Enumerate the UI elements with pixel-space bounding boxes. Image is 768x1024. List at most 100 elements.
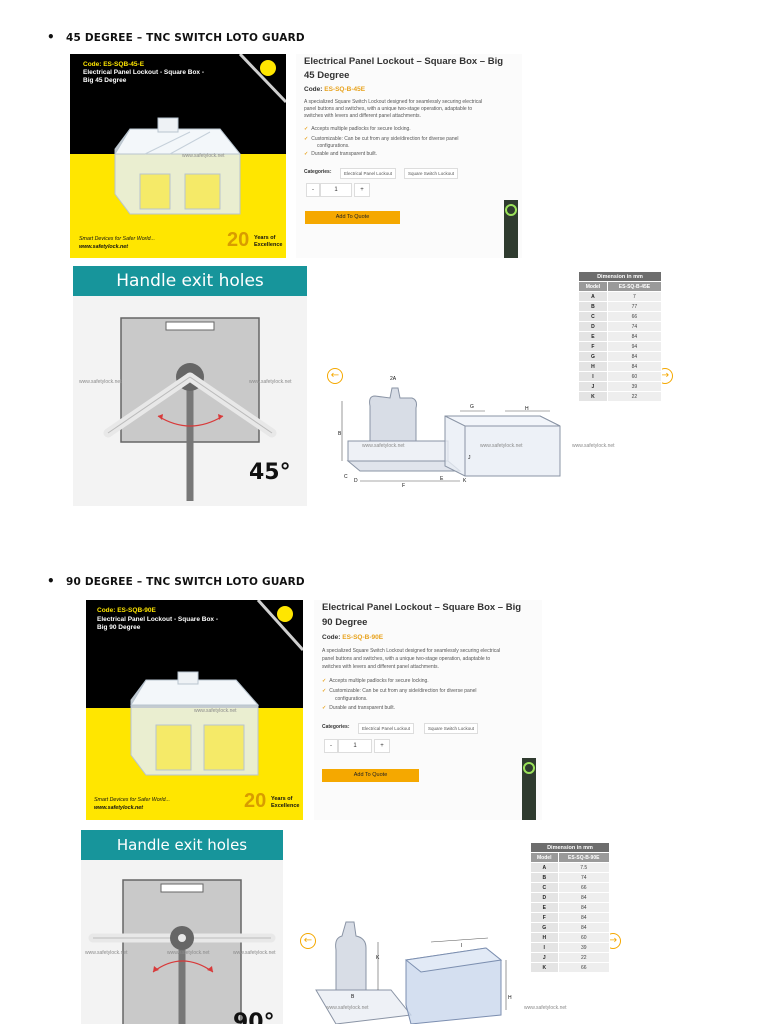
chat-widget[interactable] (504, 200, 518, 258)
description-line1: A specialized Square Switch Lockout desi… (322, 648, 501, 654)
product-photo (114, 54, 286, 215)
description-line2: panel buttons and switches, with a uniqu… (304, 106, 473, 112)
product-name-line2: Big 45 Degree (83, 77, 127, 84)
watermark: www.safetylock.net (79, 379, 122, 385)
value-cell: 39 (557, 942, 610, 953)
description-line3: switches with levers and different panel… (322, 664, 439, 670)
arrow-right-icon: → (608, 935, 618, 946)
handle-panel-header: Handle exit holes (73, 266, 307, 296)
model-cell: F (530, 912, 559, 923)
product-code-row: Code: ES-SQ-B-90E (322, 634, 383, 641)
carousel-prev-button[interactable]: ← (300, 933, 316, 949)
dim-label-2a: 2A (390, 376, 397, 382)
handle-diagram (88, 879, 276, 1024)
code-value: ES-SQ-B-90E (342, 634, 384, 641)
value-cell: 84 (606, 351, 663, 362)
watermark: www.safetylock.net (85, 950, 128, 956)
category-tag-electrical-panel-lockout[interactable]: Electrical Panel Lockout (340, 168, 397, 179)
brand-logo (277, 606, 293, 622)
feature-item: ✓Durable and transparent built. (304, 151, 377, 158)
value-cell: 66 (606, 311, 663, 322)
add-to-quote-button[interactable]: Add To Quote (305, 211, 400, 224)
anniversary-line2: Excellence (254, 242, 283, 248)
model-cell: C (530, 882, 559, 893)
product-photo (130, 600, 303, 776)
dim-label-k: K (463, 478, 467, 484)
qty-plus-button[interactable]: + (354, 183, 370, 197)
feature-text: Accepts multiple padlocks for secure loc… (329, 678, 429, 684)
value-cell: 84 (557, 892, 610, 903)
code-value: ES-SQ-B-45E (324, 86, 366, 93)
value-cell: 84 (557, 922, 610, 933)
handle-exit-holes-panel: Handle exit holes 90° www.safetylock.net… (81, 830, 283, 1024)
product-title-line1: Electrical Panel Lockout – Square Box – … (304, 56, 504, 67)
value-cell: 7 (606, 291, 663, 302)
qty-input[interactable]: 1 (338, 739, 372, 753)
category-tag-square-switch-lockout[interactable]: Square Switch Lockout (424, 723, 479, 734)
qty-input[interactable]: 1 (320, 183, 352, 197)
watermark: www.safetylock.net (326, 1005, 369, 1011)
add-to-quote-button[interactable]: Add To Quote (322, 769, 419, 782)
carousel-prev-button[interactable]: ← (327, 368, 343, 384)
list-bullet: • (47, 30, 55, 44)
category-tag-electrical-panel-lockout[interactable]: Electrical Panel Lockout (358, 723, 415, 734)
value-cell: 66 (557, 962, 610, 973)
dim-label-k: K (376, 955, 380, 961)
product-code-row: Code: ES-SQ-B-45E (304, 86, 365, 93)
watermark: www.safetylock.net (572, 443, 615, 449)
feature-text: Durable and transparent built. (311, 151, 378, 157)
category-tag-square-switch-lockout[interactable]: Square Switch Lockout (404, 168, 459, 179)
product-image: Code: ES-SQB-90E Electrical Panel Lockou… (86, 600, 303, 820)
feature-text-cont: configurations. (317, 143, 350, 149)
model-cell: A (578, 291, 608, 302)
model-cell: D (578, 321, 608, 332)
product-info-card: Electrical Panel Lockout – Square Box – … (296, 54, 522, 258)
dimension-diagram-panel: ← → 2A B C D F E G H J K www.safetylock.… (320, 266, 676, 506)
categories-label: Categories: (304, 169, 332, 175)
anniversary-line1: Years of (271, 796, 293, 802)
tagline: Smart Devices for Safer World... (94, 797, 170, 803)
handle-exit-holes-panel: Handle exit holes 45° www.safetylock.net… (73, 266, 307, 506)
watermark: www.safetylock.net (524, 1005, 567, 1011)
product-name-line2: Big 90 Degree (97, 624, 141, 631)
dimension-drawing (341, 387, 561, 482)
product-name-line1: Electrical Panel Lockout - Square Box - (97, 616, 219, 623)
model-cell: I (530, 942, 559, 953)
value-cell: 84 (557, 912, 610, 923)
model-cell: J (578, 381, 608, 392)
handle-angle: 45° (249, 460, 291, 485)
description-line3: switches with levers and different panel… (304, 113, 421, 119)
product-name-line1: Electrical Panel Lockout - Square Box - (83, 69, 205, 76)
check-icon: ✓ (304, 126, 309, 132)
qty-minus-button[interactable]: - (306, 183, 320, 197)
column-header-code: ES-SQ-B-45E (606, 281, 663, 292)
qty-plus-button[interactable]: + (374, 739, 390, 753)
value-cell: 84 (606, 361, 663, 372)
value-cell: 84 (557, 902, 610, 913)
section-heading: 45 DEGREE – TNC SWITCH LOTO GUARD (66, 32, 305, 44)
anniversary-number: 20 (227, 229, 250, 251)
chat-widget[interactable] (522, 758, 536, 820)
model-cell: G (578, 351, 608, 362)
watermark: www.safetylock.net (362, 443, 405, 449)
qty-minus-button[interactable]: - (324, 739, 338, 753)
feature-text: Customizable: Can be cut from any side/d… (311, 136, 459, 142)
model-cell: A (530, 862, 559, 873)
chat-icon (523, 762, 535, 774)
value-cell: 74 (557, 872, 610, 883)
description-line1: A specialized Square Switch Lockout desi… (304, 99, 483, 105)
handle-angle: 90° (233, 1010, 275, 1024)
watermark: www.safetylock.net (167, 950, 210, 956)
dim-label-g: G (470, 404, 474, 410)
